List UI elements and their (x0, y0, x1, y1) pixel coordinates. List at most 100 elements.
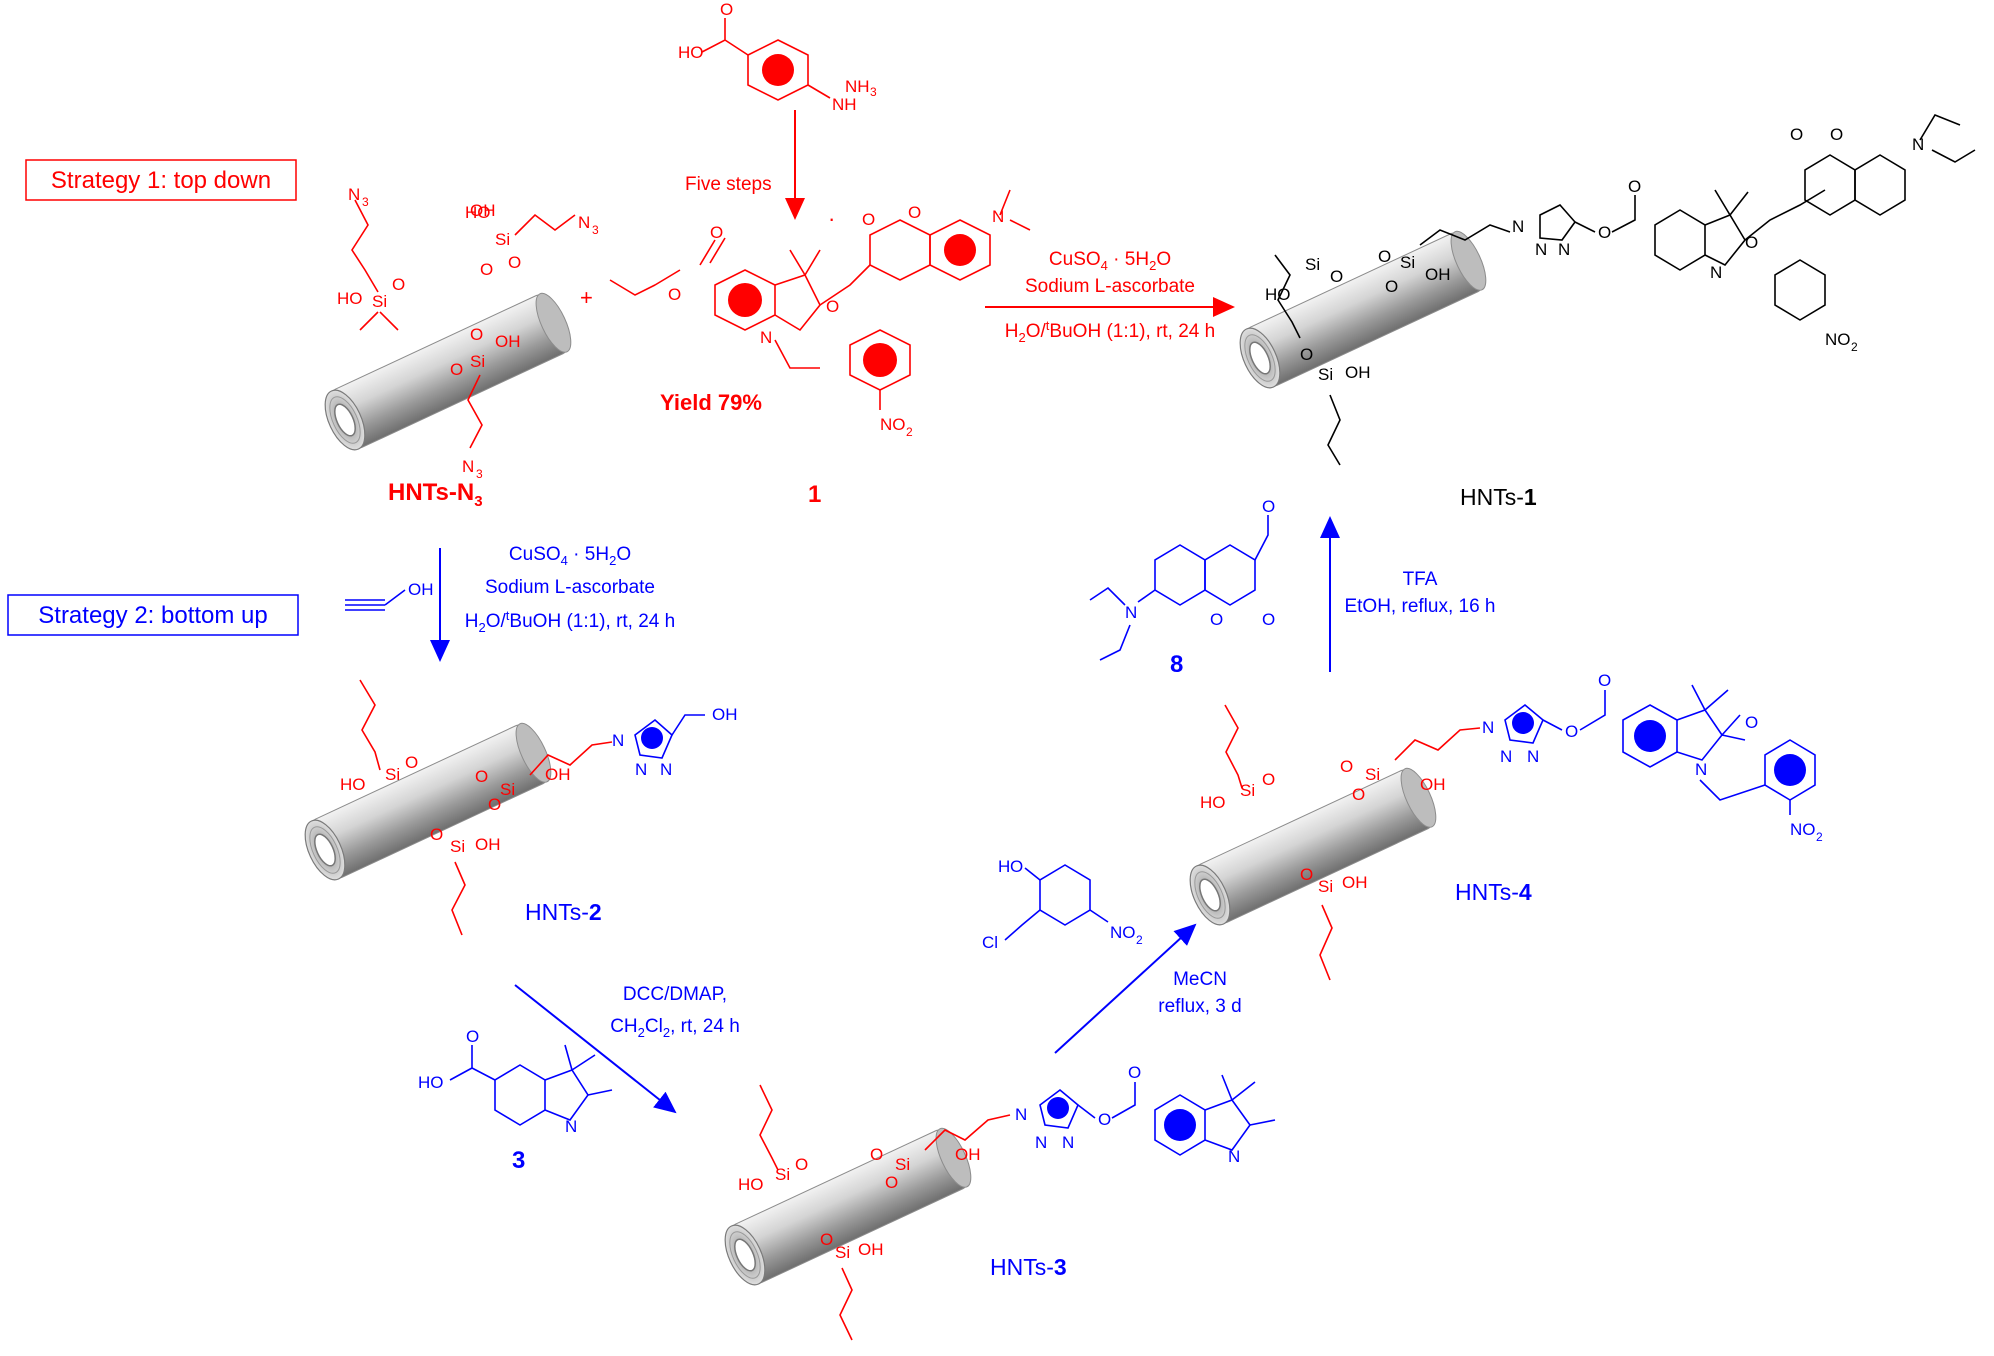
svg-text:Si: Si (1400, 253, 1415, 272)
compound-3-structure: N O HO (418, 1027, 613, 1136)
svg-text:2: 2 (1136, 933, 1143, 947)
svg-text:O: O (795, 1155, 808, 1174)
svg-text:H: H (998, 857, 1010, 876)
svg-text:N: N (760, 328, 772, 347)
svg-text:HO: HO (1265, 285, 1291, 304)
svg-text:O: O (668, 285, 681, 304)
hnts-2-label: HNTs-2 (525, 899, 602, 925)
svg-text:Si: Si (1318, 877, 1333, 896)
svg-text:O: O (820, 1230, 833, 1249)
svg-text:O: O (1330, 267, 1343, 286)
svg-text:HO: HO (465, 203, 491, 222)
svg-text:3: 3 (476, 467, 483, 481)
svg-text:O: O (488, 795, 501, 814)
svg-text:O: O (466, 1027, 479, 1046)
svg-text:NO: NO (880, 415, 906, 434)
svg-text:O: O (1300, 865, 1313, 884)
svg-text:Si: Si (895, 1155, 910, 1174)
svg-text:N: N (1035, 1133, 1047, 1152)
compound-1-structure: O O N O NO 2 O O N (609, 189, 1031, 439)
tfa-conditions: EtOH, reflux, 16 h (1344, 596, 1495, 617)
svg-text:NH: NH (832, 95, 857, 114)
svg-text:HO: HO (1200, 793, 1226, 812)
svg-text:N: N (1482, 718, 1494, 737)
svg-text:OH: OH (475, 835, 501, 854)
compound-8-label: 8 (1170, 651, 1183, 678)
svg-text:N: N (1695, 760, 1707, 779)
s2-solvent: H2O/tBuOH (1:1), rt, 24 h (465, 608, 675, 635)
svg-text:O: O (1262, 497, 1275, 516)
svg-text:N: N (1512, 217, 1524, 236)
hnts-n3-structure: N 3 Si HO O OH HO HO Si N 3 O O Si OH O … (316, 185, 599, 481)
svg-text:O: O (392, 275, 405, 294)
svg-text:N: N (1062, 1133, 1074, 1152)
svg-text:OH: OH (955, 1145, 981, 1164)
svg-text:O: O (430, 825, 443, 844)
svg-text:N: N (1228, 1147, 1240, 1166)
svg-text:O: O (1745, 233, 1758, 252)
svg-text:Si: Si (1240, 781, 1255, 800)
five-steps-label: Five steps (685, 174, 772, 195)
mecn-label: MeCN (1173, 969, 1227, 990)
svg-text:3: 3 (592, 223, 599, 237)
svg-text:O: O (908, 203, 921, 222)
hnts-3-structure: Si HO O O Si OH O N N N O O N O Si OH (716, 1063, 1276, 1341)
svg-text:N: N (1912, 135, 1924, 154)
svg-text:Si: Si (372, 292, 387, 311)
mecn-conditions: reflux, 3 d (1158, 996, 1241, 1017)
compound-1-label: 1 (808, 481, 821, 508)
svg-text:O: O (405, 753, 418, 772)
svg-text:N: N (462, 457, 474, 476)
svg-text:O: O (1098, 1110, 1111, 1129)
svg-text:Si: Si (775, 1165, 790, 1184)
svg-text:Si: Si (385, 765, 400, 784)
svg-text:N: N (1535, 240, 1547, 259)
svg-text:O: O (450, 360, 463, 379)
hnts-4-structure: Si HO O O Si OH O N N N O O N O NO 2 O S… (1181, 671, 1823, 981)
svg-text:NH: NH (845, 77, 870, 96)
svg-text:Si: Si (1365, 765, 1380, 784)
svg-text:N: N (1558, 240, 1570, 259)
svg-text:2: 2 (906, 425, 913, 439)
svg-text:N: N (1527, 747, 1539, 766)
svg-text:HO: HO (418, 1073, 444, 1092)
hnts-1-label: HNTs-1 (1460, 484, 1537, 510)
svg-text:Si: Si (500, 780, 515, 799)
hnts-4-label: HNTs-4 (1455, 879, 1532, 905)
dcc-label: DCC/DMAP, (623, 984, 727, 1005)
svg-text:Si: Si (1318, 365, 1333, 384)
svg-text:Si: Si (450, 837, 465, 856)
plus-sign: + (580, 285, 593, 310)
strategy-2-label: Strategy 2: bottom up (38, 602, 267, 629)
dot-mark: · (828, 206, 835, 231)
svg-text:O: O (1598, 223, 1611, 242)
tfa-label: TFA (1403, 569, 1438, 590)
strategy-2-arrow-2 (514, 984, 677, 1114)
dcc-solvent: CH2Cl2, rt, 24 h (610, 1016, 740, 1040)
svg-text:NO: NO (1790, 820, 1816, 839)
svg-text:OH: OH (1345, 363, 1371, 382)
svg-text:O: O (720, 0, 733, 19)
svg-text:O: O (475, 767, 488, 786)
svg-text:OH: OH (1425, 265, 1451, 284)
svg-text:O: O (480, 260, 493, 279)
svg-text:O: O (885, 1173, 898, 1192)
hnts-n3-label: HNTs-N3 (388, 479, 483, 510)
svg-text:HO: HO (678, 43, 704, 62)
hydrazinobenzoic-acid-structure: O HO NH NH 3 (678, 0, 877, 114)
hnts-3-label: HNTs-3 (990, 1254, 1067, 1280)
svg-text:O: O (1598, 671, 1611, 690)
svg-text:O: O (1210, 610, 1223, 629)
svg-text:N: N (348, 185, 360, 204)
svg-text:O: O (1385, 277, 1398, 296)
hnts-2-structure: Si HO O O Si OH O N N N OH O Si OH (296, 679, 738, 936)
svg-text:O: O (826, 297, 839, 316)
compound-8-structure: O O O N (1089, 497, 1275, 661)
svg-text:O: O (1378, 247, 1391, 266)
svg-text:OH: OH (858, 1240, 884, 1259)
svg-text:OH: OH (470, 201, 496, 220)
svg-text:O: O (1352, 785, 1365, 804)
svg-text:O: O (710, 223, 723, 242)
svg-text:O: O (1128, 1063, 1141, 1082)
svg-text:NO: NO (1110, 923, 1136, 942)
